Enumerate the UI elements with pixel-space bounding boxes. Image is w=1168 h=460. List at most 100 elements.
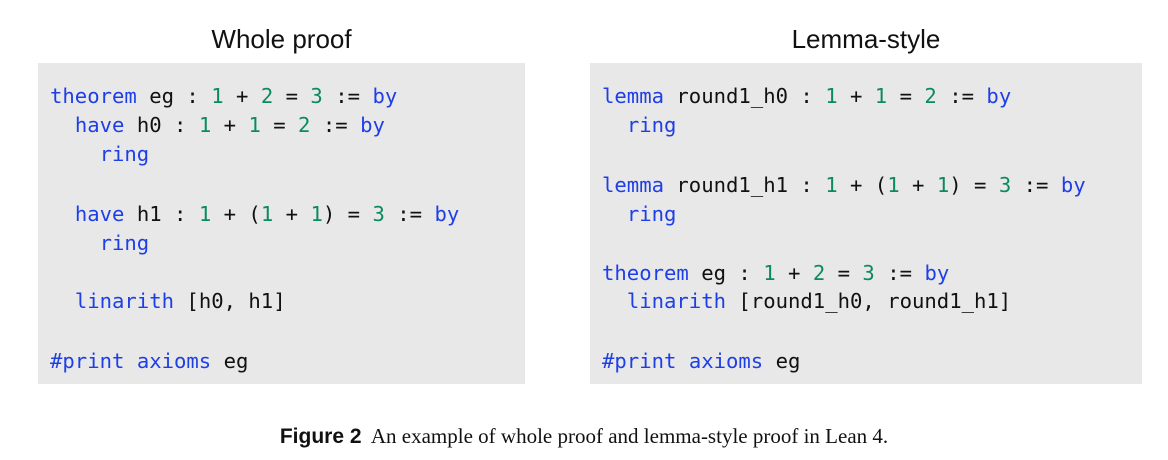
code-block-lemma-style: lemma round1_h0 : 1 + 1 = 2 := by ring l… xyxy=(590,63,1142,384)
code-text: + ( xyxy=(837,173,888,197)
code-text: h1 : xyxy=(124,202,199,226)
code-text xyxy=(50,202,75,226)
panel-title-lemma-style: Lemma-style xyxy=(791,24,941,54)
code-line: ring xyxy=(602,200,677,228)
code-text: eg xyxy=(763,349,801,373)
code-text: + ( xyxy=(211,202,261,226)
code-text: = xyxy=(273,84,311,108)
code-number: 1 xyxy=(763,261,776,285)
code-number: 1 xyxy=(936,173,950,197)
code-text: eg : xyxy=(688,261,764,285)
code-line: linarith [h0, h1] xyxy=(50,287,286,315)
code-number: 2 xyxy=(260,84,274,108)
code-line: lemma round1_h1 : 1 + (1 + 1) = 3 := by xyxy=(602,171,1086,199)
code-keyword: ring xyxy=(99,142,150,166)
code-text: := xyxy=(936,84,987,108)
code-text: + xyxy=(223,84,261,108)
code-number: 2 xyxy=(298,113,311,137)
code-text: = xyxy=(825,261,863,285)
code-text: eg xyxy=(211,349,249,373)
code-text: h0 : xyxy=(124,113,199,137)
panel-title-whole-proof: Whole proof xyxy=(211,24,352,54)
code-keyword: by xyxy=(434,202,460,226)
caption-text: An example of whole proof and lemma-styl… xyxy=(370,424,889,448)
code-line: lemma round1_h0 : 1 + 1 = 2 := by xyxy=(602,82,1011,110)
code-text: round1_h1 : xyxy=(664,173,826,197)
code-number: 1 xyxy=(248,113,261,137)
code-number: 1 xyxy=(198,202,212,226)
code-keyword: ring xyxy=(99,231,150,255)
code-keyword: have xyxy=(74,202,125,226)
code-line: ring xyxy=(602,111,677,139)
code-line: linarith [round1_h0, round1_h1] xyxy=(602,287,1011,315)
figure-label: Figure 2 xyxy=(279,425,362,448)
code-text: round1_h0 : xyxy=(664,84,826,108)
code-keyword: by xyxy=(924,261,950,285)
code-keyword: have xyxy=(74,113,125,137)
code-text: ) = xyxy=(322,202,373,226)
code-number: 1 xyxy=(198,113,212,137)
code-keyword: lemma xyxy=(602,173,664,197)
code-keyword: ring xyxy=(626,113,677,137)
code-keyword: ring xyxy=(626,202,677,226)
figure-caption: Figure 2 An example of whole proof and l… xyxy=(0,424,1168,449)
code-text: + xyxy=(211,113,249,137)
code-number: 1 xyxy=(825,84,838,108)
code-keyword: linarith xyxy=(74,289,175,313)
code-text xyxy=(50,231,100,255)
code-keyword: lemma xyxy=(602,84,664,108)
code-text xyxy=(50,142,100,166)
code-keyword: axioms xyxy=(136,349,212,373)
code-number: 1 xyxy=(825,173,838,197)
code-text: [round1_h0, round1_h1] xyxy=(726,289,1012,313)
code-number: 2 xyxy=(924,84,937,108)
code-line: ring xyxy=(50,229,150,257)
code-number: 2 xyxy=(812,261,826,285)
code-text: := xyxy=(384,202,435,226)
code-line: ring xyxy=(50,140,150,168)
code-keyword: by xyxy=(372,84,398,108)
code-number: 1 xyxy=(310,202,323,226)
code-keyword: linarith xyxy=(626,289,727,313)
code-keyword: by xyxy=(360,113,385,137)
code-text xyxy=(602,289,627,313)
code-text: := xyxy=(322,84,373,108)
code-block-whole-proof: theorem eg : 1 + 2 = 3 := by have h0 : 1… xyxy=(38,63,525,384)
code-number: 1 xyxy=(887,173,900,197)
code-text xyxy=(124,349,136,373)
code-text: := xyxy=(874,261,925,285)
code-text xyxy=(602,202,627,226)
code-keyword: by xyxy=(986,84,1012,108)
code-text: = xyxy=(260,113,299,137)
code-number: 3 xyxy=(372,202,385,226)
code-text: + xyxy=(273,202,311,226)
code-text: + xyxy=(837,84,875,108)
code-keyword: theorem xyxy=(602,261,689,285)
code-line: #print axioms eg xyxy=(50,347,248,375)
code-text: := xyxy=(310,113,361,137)
code-text: := xyxy=(1011,173,1061,197)
code-text xyxy=(50,289,75,313)
code-number: 1 xyxy=(260,202,274,226)
code-keyword: theorem xyxy=(50,84,137,108)
code-number: 1 xyxy=(211,84,224,108)
code-number: 3 xyxy=(862,261,875,285)
code-text xyxy=(602,113,627,137)
code-text: + xyxy=(899,173,937,197)
code-line: theorem eg : 1 + 2 = 3 := by xyxy=(50,82,397,110)
code-text xyxy=(50,113,75,137)
code-text: eg : xyxy=(136,84,212,108)
code-number: 3 xyxy=(998,173,1012,197)
code-number: 3 xyxy=(310,84,323,108)
code-line: have h1 : 1 + (1 + 1) = 3 := by xyxy=(50,200,459,228)
code-keyword: #print xyxy=(50,349,125,373)
code-text: = xyxy=(887,84,925,108)
code-text: + xyxy=(775,261,813,285)
code-keyword: by xyxy=(1060,173,1086,197)
code-line: theorem eg : 1 + 2 = 3 := by xyxy=(602,259,949,287)
code-text: [h0, h1] xyxy=(174,289,286,313)
code-keyword: #print xyxy=(602,349,677,373)
code-line: have h0 : 1 + 1 = 2 := by xyxy=(50,111,385,139)
code-text: ) = xyxy=(949,173,999,197)
code-text xyxy=(676,349,688,373)
